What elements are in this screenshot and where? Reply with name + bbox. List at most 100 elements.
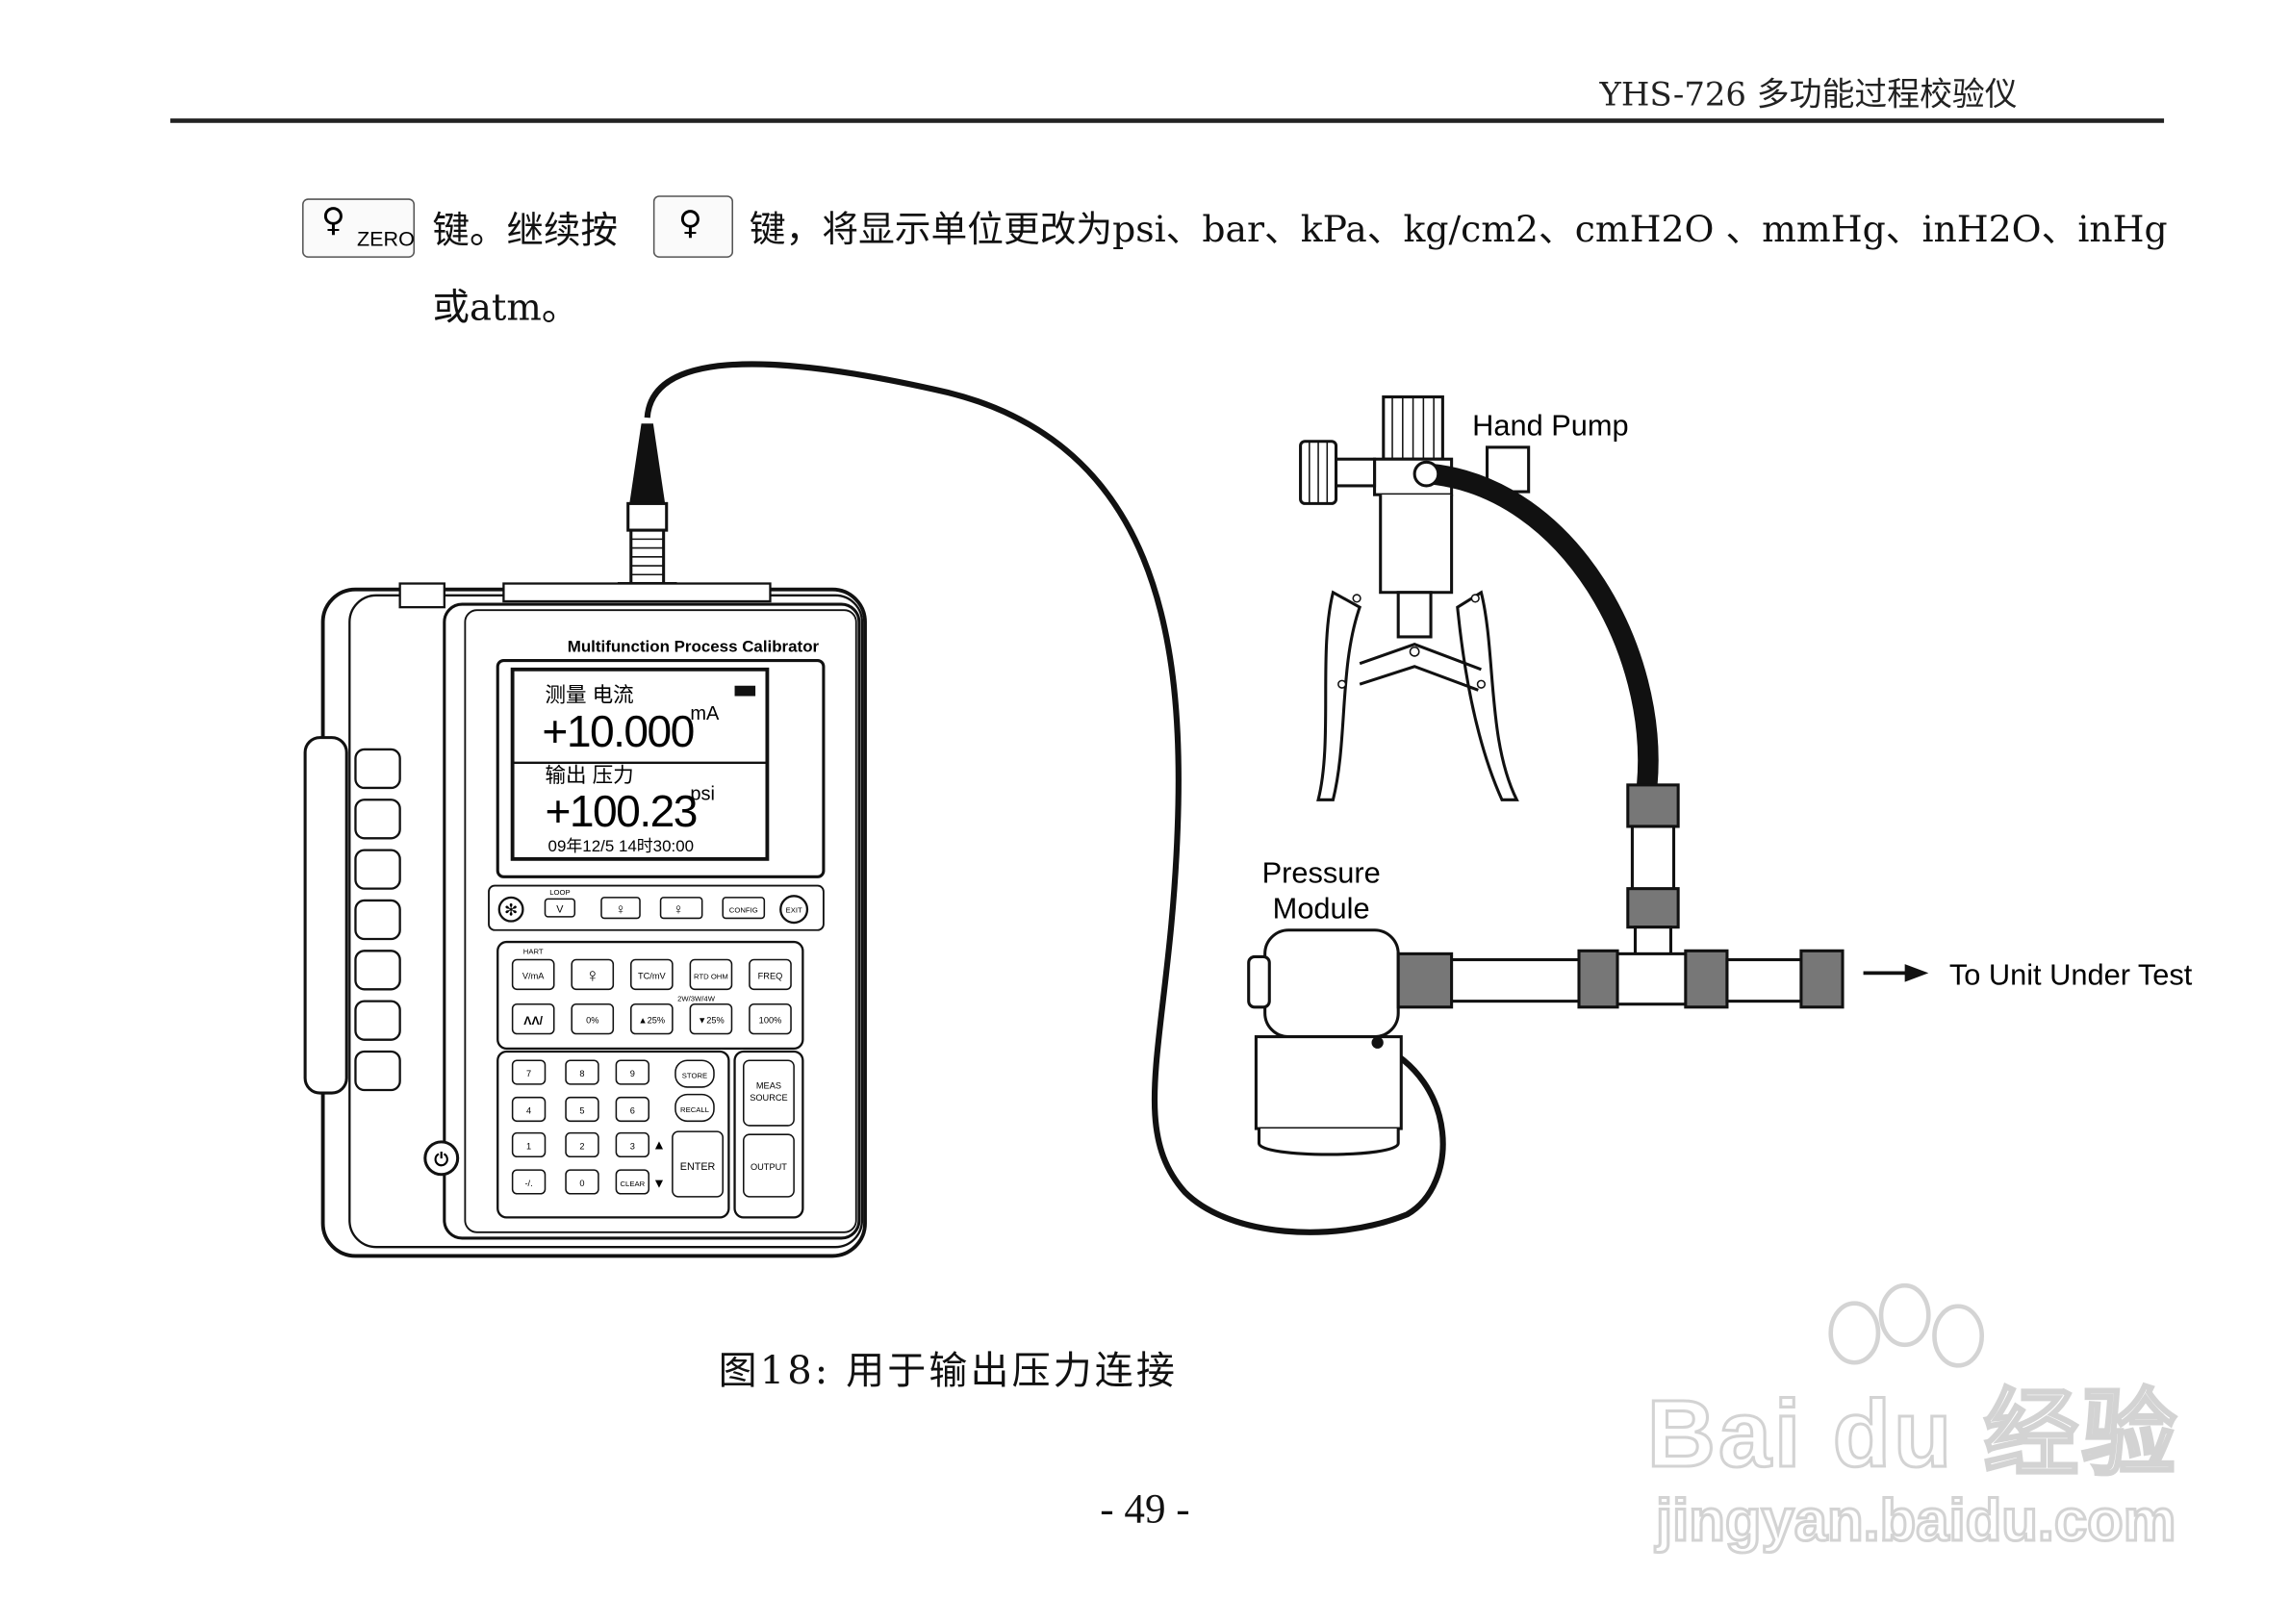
svg-text:FREQ: FREQ bbox=[758, 972, 783, 981]
svg-text:2W/3W/4W: 2W/3W/4W bbox=[677, 995, 716, 1003]
svg-text:9: 9 bbox=[630, 1069, 635, 1078]
exit-key bbox=[779, 895, 809, 925]
zero-icon: ♀ bbox=[678, 205, 702, 243]
hand-pump bbox=[1299, 395, 1531, 801]
svg-text:CONFIG: CONFIG bbox=[729, 905, 758, 914]
zero-percent-key bbox=[571, 1002, 615, 1035]
svg-text:✻: ✻ bbox=[504, 901, 518, 919]
rtd-key bbox=[689, 958, 733, 991]
output-unit: psi bbox=[690, 783, 715, 804]
svg-text:1: 1 bbox=[526, 1142, 531, 1152]
meas-source-key bbox=[743, 1059, 795, 1127]
signal-cable bbox=[644, 361, 1446, 1235]
measure-label: 测量 电流 bbox=[545, 683, 633, 707]
enter-key bbox=[672, 1130, 724, 1198]
svg-text:jingyan.baidu.com: jingyan.baidu.com bbox=[1655, 1487, 2176, 1554]
svg-text:V/mA: V/mA bbox=[522, 972, 545, 981]
calibrator-device: ⏻ Multifunction Process Calibrator 测量 电流… bbox=[303, 582, 867, 1258]
header-title: YHS-726 多功能过程校验仪 bbox=[1599, 77, 2018, 114]
svg-text:0%: 0% bbox=[586, 1016, 598, 1026]
svg-text:HART: HART bbox=[523, 947, 544, 955]
svg-text:4: 4 bbox=[526, 1106, 531, 1116]
paw-icon bbox=[1828, 1282, 1985, 1368]
paragraph-text-3: 或atm。 bbox=[432, 286, 579, 329]
key-6 bbox=[615, 1096, 650, 1123]
pump-hose bbox=[1429, 463, 1659, 786]
tcmv-key bbox=[630, 958, 674, 991]
key-2 bbox=[565, 1131, 599, 1158]
arrow-head-icon bbox=[1904, 964, 1929, 982]
key-7 bbox=[511, 1059, 547, 1085]
zero-key bbox=[600, 897, 641, 920]
config-key bbox=[722, 897, 766, 920]
svg-text:TC/mV: TC/mV bbox=[638, 972, 667, 981]
store-key bbox=[674, 1059, 715, 1088]
svg-text:2: 2 bbox=[579, 1142, 584, 1152]
svg-text:⏻: ⏻ bbox=[434, 1150, 448, 1170]
paragraph-text-1: 键。继续按 bbox=[432, 209, 618, 252]
output-label: 输出 压力 bbox=[545, 763, 633, 787]
svg-text:♀: ♀ bbox=[615, 901, 626, 918]
svg-text:ΛΛ/: ΛΛ/ bbox=[523, 1014, 543, 1028]
svg-text:STORE: STORE bbox=[682, 1072, 707, 1080]
cable-connector bbox=[617, 423, 677, 597]
down-25-key bbox=[689, 1002, 733, 1035]
svg-text:♀: ♀ bbox=[585, 966, 599, 987]
header-rule bbox=[170, 118, 2165, 123]
key-4 bbox=[511, 1096, 547, 1123]
key-0 bbox=[565, 1169, 599, 1195]
svg-text:-/.: -/. bbox=[524, 1179, 532, 1188]
pressure-module-label-1: Pressure bbox=[1262, 855, 1381, 889]
zero-icon: ♀ bbox=[321, 202, 345, 241]
svg-text:CLEAR: CLEAR bbox=[621, 1180, 646, 1188]
hundred-percent-key bbox=[749, 1002, 792, 1035]
svg-text:7: 7 bbox=[526, 1069, 531, 1078]
svg-text:RTD OHM: RTD OHM bbox=[694, 973, 728, 981]
svg-text:5: 5 bbox=[579, 1106, 584, 1116]
key-8 bbox=[565, 1059, 599, 1085]
svg-text:100%: 100% bbox=[759, 1016, 782, 1026]
page-number: - 49 - bbox=[1100, 1486, 1190, 1534]
svg-text:OUTPUT: OUTPUT bbox=[751, 1162, 787, 1172]
svg-text:ENTER: ENTER bbox=[680, 1161, 716, 1173]
key-9 bbox=[615, 1059, 650, 1085]
output-key bbox=[743, 1133, 795, 1198]
measure-unit: mA bbox=[690, 703, 720, 724]
svg-text:Bai du 经验: Bai du 经验 bbox=[1647, 1381, 2179, 1486]
svg-text:▲: ▲ bbox=[652, 1137, 666, 1153]
hand-pump-label: Hand Pump bbox=[1472, 409, 1628, 443]
key-1 bbox=[511, 1131, 547, 1158]
zero-key-label: ZERO bbox=[356, 226, 415, 251]
datetime-readout: 09年12/5 14时30:00 bbox=[548, 837, 694, 855]
pressure-module bbox=[1247, 928, 1454, 1156]
svg-text:▼: ▼ bbox=[652, 1176, 666, 1191]
backlight-key bbox=[497, 896, 524, 923]
lcd-screen bbox=[510, 667, 770, 861]
svg-text:6: 6 bbox=[630, 1106, 635, 1116]
svg-text:RECALL: RECALL bbox=[680, 1105, 710, 1114]
pressure-piping bbox=[1446, 949, 1845, 1009]
svg-text:SOURCE: SOURCE bbox=[750, 1093, 787, 1103]
clear-key bbox=[615, 1169, 650, 1195]
zero-key-2 bbox=[659, 897, 703, 920]
pressure-module-label-2: Module bbox=[1273, 891, 1370, 925]
up-25-key bbox=[630, 1002, 674, 1035]
svg-text:♀: ♀ bbox=[673, 901, 684, 918]
svg-text:8: 8 bbox=[579, 1069, 584, 1078]
pressure-key bbox=[571, 958, 615, 991]
recall-key bbox=[674, 1093, 715, 1123]
ramp-key bbox=[511, 1002, 555, 1035]
baidu-watermark: Bai du 经验 jingyan.baidu.com bbox=[1645, 1282, 2179, 1556]
svg-text:LOOP: LOOP bbox=[549, 888, 570, 897]
svg-text:▲25%: ▲25% bbox=[639, 1016, 666, 1026]
zero-key-button: ♀ ZERO bbox=[302, 198, 416, 258]
svg-text:EXIT: EXIT bbox=[786, 905, 802, 914]
output-value: +100.23 bbox=[545, 786, 696, 836]
to-unit-label: To Unit Under Test bbox=[1949, 958, 2193, 992]
svg-text:MEAS: MEAS bbox=[756, 1080, 781, 1090]
device-title: Multifunction Process Calibrator bbox=[568, 637, 820, 655]
battery-icon bbox=[734, 685, 756, 697]
zero-key-button-2: ♀ bbox=[652, 195, 734, 258]
v-key bbox=[544, 898, 576, 918]
